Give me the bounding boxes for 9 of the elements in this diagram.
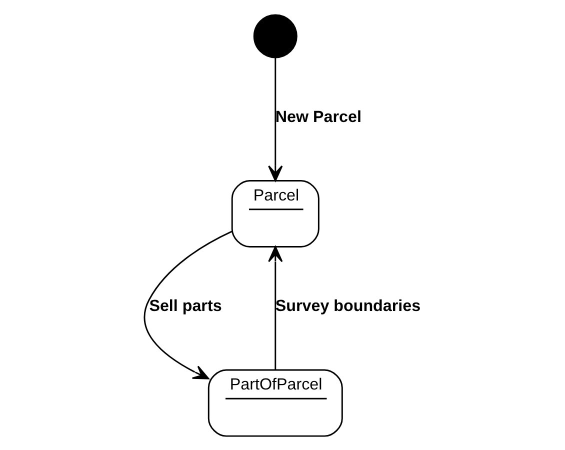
arrow [143, 230, 232, 379]
arrow [268, 246, 282, 370]
edge-label: New Parcel [274, 107, 361, 126]
node-box: PartOfParcel [207, 368, 342, 436]
arrow [268, 57, 282, 181]
node-circle [252, 14, 297, 58]
node-box: Parcel [230, 180, 319, 247]
edge-label: Sell parts [148, 296, 222, 315]
edge-label: Survey boundaries [274, 296, 420, 315]
